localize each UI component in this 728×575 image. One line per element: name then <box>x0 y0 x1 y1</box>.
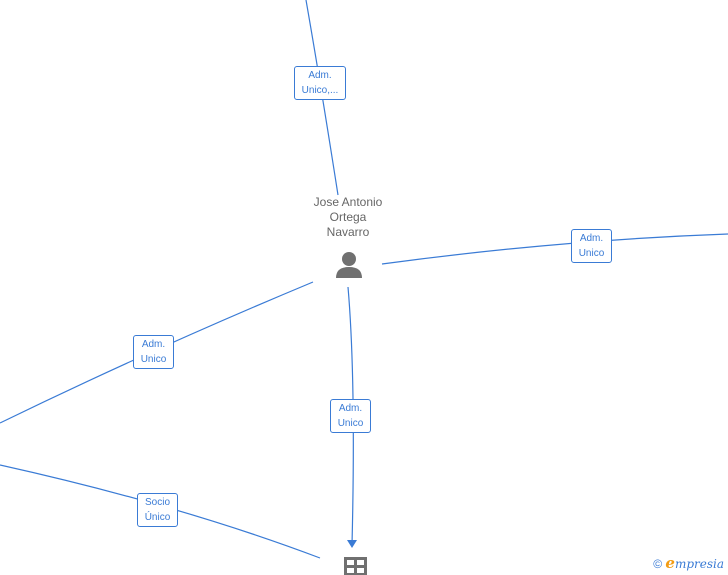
edge-bottom-arrowhead <box>347 540 357 548</box>
edge-label-top-line-1: Adm. <box>308 70 332 81</box>
edge-label-right-line-2: Unico <box>578 248 605 259</box>
edge-label-socio[interactable]: Socio Único <box>137 493 178 527</box>
person-name-label[interactable]: Jose Antonio Ortega Navarro <box>298 195 398 240</box>
empresia-watermark[interactable]: © empresia <box>653 554 724 572</box>
edge-label-socio-line-1: Socio <box>144 497 170 508</box>
person-name-line-1: Jose Antonio <box>313 195 383 209</box>
brand-rest: mpresia <box>674 557 724 571</box>
copyright-icon: © <box>653 557 663 571</box>
person-name-line-2: Ortega <box>329 210 367 224</box>
edge-label-socio-line-2: Único <box>144 512 171 523</box>
company-building-icon[interactable] <box>344 557 367 575</box>
person-icon[interactable] <box>336 252 362 278</box>
edge-label-bottom-line-2: Unico <box>337 418 364 429</box>
edge-label-top-line-2: Unico,... <box>301 85 339 96</box>
person-name-line-3: Navarro <box>326 225 370 239</box>
edge-label-right-line-1: Adm. <box>579 233 604 244</box>
edge-label-bottom-line-1: Adm. <box>338 403 363 414</box>
edge-label-right[interactable]: Adm. Unico <box>571 229 612 263</box>
edge-bottom <box>347 286 354 546</box>
edge-label-top[interactable]: Adm. Unico,... <box>294 66 346 100</box>
edge-label-left-line-1: Adm. <box>141 339 166 350</box>
edge-label-bottom[interactable]: Adm. Unico <box>330 399 371 433</box>
edge-label-left[interactable]: Adm. Unico <box>133 335 174 369</box>
brand-initial: e <box>665 554 675 572</box>
edge-right <box>381 233 728 265</box>
edge-label-left-line-2: Unico <box>140 354 167 365</box>
